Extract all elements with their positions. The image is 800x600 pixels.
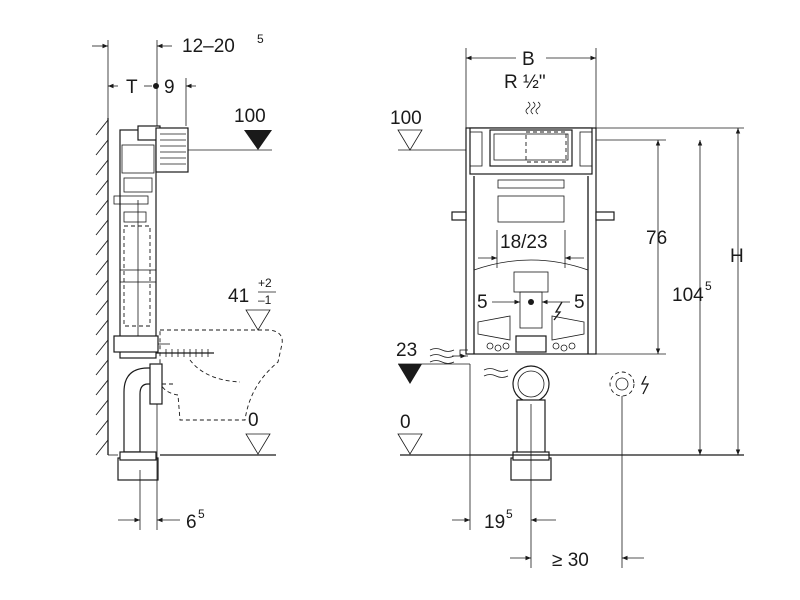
level-0-side-label: 0 [248,410,259,431]
dim-5-right-label: 5 [574,292,585,313]
electric-symbol-frame [553,301,563,321]
waste-flow-arrow [429,348,455,364]
dim-30-label: ≥ 30 [552,550,589,571]
level-41-tolerance-minus: –1 [258,293,272,307]
dim-18-23-label: 18/23 [500,232,548,253]
level-marker-open [397,129,423,151]
dim-19-superscript: 5 [506,507,513,521]
frame-side [113,125,189,359]
level-0-front-label: 0 [400,412,411,433]
dim-12-20-superscript: 5 [257,32,264,46]
dim-19-label: 19 [484,512,505,533]
threaded-rod [156,349,214,357]
level-marker-filled [244,130,272,150]
dim-b-label: B [522,49,535,70]
waste-flow-lower [483,368,509,378]
level-23-label: 23 [396,340,417,361]
side-view: 12–20 5 T 9 100 41 +2 –1 0 6 5 [92,32,283,533]
frame-front [451,127,615,357]
dim-104-label: 104 [672,285,704,306]
level-41-label: 41 [228,286,249,307]
level-41-tolerance-plus: +2 [258,276,272,290]
dim-6-superscript: 5 [198,507,205,521]
wc-bowl-outline [159,329,283,421]
level-100-front-label: 100 [390,108,422,129]
water-supply-arrow [525,101,541,115]
level-marker-open [397,433,423,455]
dim-r-label: R ½" [504,72,546,93]
level-marker-open [245,433,271,455]
dim-t-label: T [126,77,138,98]
dim-h-label: H [730,246,744,267]
drain-bend [117,363,163,481]
dim-76-label: 76 [646,228,667,249]
electric-icon [640,375,650,395]
dim-5-left-label: 5 [477,292,488,313]
dim-6-label: 6 [186,512,197,533]
dim-104-superscript: 5 [705,279,712,293]
dim-9-label: 9 [164,77,175,98]
dim-12-20-label: 12–20 [182,36,235,57]
wall [95,118,109,456]
dim-center-dot [153,83,159,89]
socket-symbol [609,371,650,397]
level-marker-open [245,309,271,331]
level-100-side-label: 100 [234,106,266,127]
front-view: B R ½" 100 18/23 5 5 76 104 5 H 2 [390,48,744,571]
level-marker-filled [398,364,422,384]
